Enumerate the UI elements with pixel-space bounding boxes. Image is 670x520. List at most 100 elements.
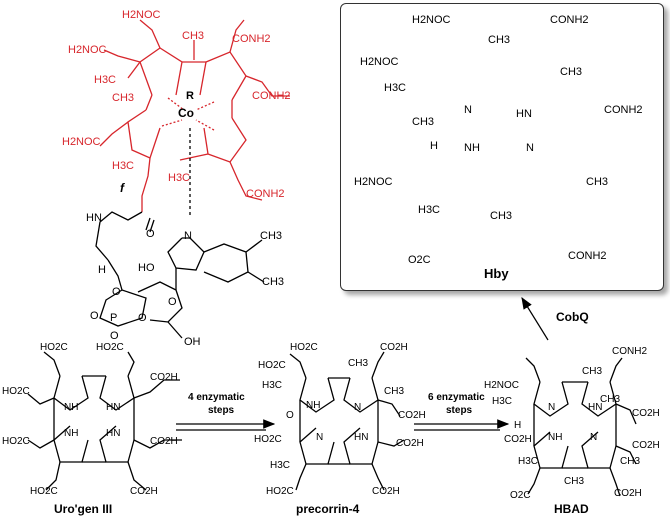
uro-ho2c-1: HO2C [40, 342, 68, 353]
cbl-ho: HO [138, 262, 155, 274]
pc4-ho2c-1: HO2C [290, 342, 318, 353]
precorrin4-compound-name: precorrin-4 [296, 502, 360, 516]
uro-hn-2: HN [106, 428, 121, 439]
cbl-cobalt: Co [178, 106, 194, 120]
hbad-ch3-3: CH3 [620, 456, 641, 467]
pc4-o: O [286, 410, 294, 421]
pc4-h3c-2: H3C [270, 460, 291, 471]
step1-label-line2: steps [208, 405, 235, 416]
cobalamin-structure [99, 19, 290, 212]
hby-ch3-top: CH3 [488, 34, 511, 46]
hby-h-left: H [430, 140, 438, 152]
hby-ch3-low-right: CH3 [586, 176, 609, 188]
hby-conh2-top: CONH2 [550, 14, 589, 26]
urogen-structure [27, 351, 182, 491]
cbl-n-benzimidazole: N [184, 230, 192, 242]
uro-nh-1: NH [64, 402, 79, 413]
hbad-o2c: O2C [510, 490, 531, 501]
cbl-h3c-center: H3C [168, 172, 191, 184]
hbad-co2h-3: CO2H [504, 434, 532, 445]
uro-ho2c-4: HO2C [2, 436, 30, 447]
hby-h2noc-top: H2NOC [412, 14, 451, 26]
uro-ho2c-3: HO2C [2, 386, 30, 397]
hby-n1: N [464, 104, 472, 116]
pc4-co2h-2: CO2H [398, 410, 426, 421]
pc4-ch3-2: CH3 [384, 386, 405, 397]
cbl-h2noc-top: H2NOC [122, 9, 161, 21]
cbl-conh2-right: CONH2 [252, 90, 291, 102]
hby-h3c: H3C [384, 82, 407, 94]
hbad-co2h-4: CO2H [614, 488, 642, 499]
cbl-f-label: f [120, 181, 124, 195]
cbl-ch3-left: CH3 [112, 92, 135, 104]
uro-co2h-1: CO2H [150, 372, 178, 383]
hbad-ch3-1: CH3 [582, 366, 603, 377]
pc4-co2h-1: CO2H [380, 342, 408, 353]
step1-label-line1: 4 enzymatic [188, 392, 245, 403]
pc4-ho2c-4: HO2C [266, 486, 294, 497]
hby-h2noc-left: H2NOC [360, 56, 399, 68]
cbl-hn: HN [86, 212, 102, 224]
cobq-enzyme-label: CobQ [556, 310, 589, 324]
hbad-ch3-2: CH3 [600, 394, 621, 405]
hby-h2noc-low: H2NOC [354, 176, 393, 188]
hbad-n-2: N [590, 432, 598, 443]
cbl-h2noc-low: H2NOC [62, 136, 101, 148]
hby-hn: HN [516, 108, 532, 120]
cbl-o-link: O [112, 286, 121, 298]
pc4-h3c-1: H3C [262, 380, 283, 391]
cbl-oh: OH [184, 336, 201, 348]
arrow-cobq [521, 296, 549, 341]
uro-co2h-3: CO2H [130, 486, 158, 497]
hbad-h: H [514, 420, 522, 431]
cbl-ch3-top: CH3 [182, 30, 205, 42]
cbl-h2noc-left: H2NOC [68, 44, 107, 56]
cbl-conh2-top: CONH2 [232, 33, 271, 45]
pc4-ho2c-3: HO2C [254, 434, 282, 445]
pc4-co2h-4: CO2H [372, 486, 400, 497]
uro-ho2c-2: HO2C [96, 342, 124, 353]
hby-ch3-bottom: CH3 [490, 210, 513, 222]
reaction-arrows [176, 296, 549, 431]
step2-label-line1: 6 enzymatic [428, 392, 485, 403]
cbl-h-stereo: H [98, 264, 106, 276]
urogen-compound-name: Uro'gen III [54, 502, 113, 516]
hbad-n-1: N [548, 402, 556, 413]
cbl-o-p2: O [110, 330, 119, 342]
cbl-o-p3: O [138, 312, 147, 324]
hbad-hn: HN [588, 402, 603, 413]
uro-hn-1: HN [106, 402, 121, 413]
cbl-h3c-left: H3C [94, 74, 117, 86]
hby-conh2-right: CONH2 [604, 104, 643, 116]
hbad-ch3-4: CH3 [564, 476, 585, 487]
cbl-r-ligand: R [186, 90, 194, 102]
cbl-o-amide: O [146, 228, 155, 240]
hby-h3c-low: H3C [418, 204, 441, 216]
cbl-ch3-bz1: CH3 [260, 230, 283, 242]
hby-ch3-right: CH3 [560, 66, 583, 78]
precorrin4-structure [289, 351, 405, 491]
cbl-ch3-bz2: CH3 [262, 276, 285, 288]
hby-o2c-low: O2C [408, 254, 431, 266]
hbad-co2h-2: CO2H [632, 440, 660, 451]
hbad-co2h-1: CO2H [632, 408, 660, 419]
hbad-h3c-1: H3C [492, 396, 513, 407]
cbl-o-ring: O [168, 296, 177, 308]
hby-highlight-box [340, 3, 664, 291]
cbl-conh2-low: CONH2 [246, 188, 285, 200]
hbad-compound-name: HBAD [554, 502, 589, 516]
hbad-h3c-2: H3C [518, 456, 539, 467]
nucleotide-tail [95, 128, 265, 339]
cbl-phosphorus: P [110, 312, 118, 324]
pc4-co2h-3: CO2H [396, 438, 424, 449]
hbad-h2noc: H2NOC [484, 380, 520, 391]
hby-conh2-low: CONH2 [568, 250, 607, 262]
hbad-structure [525, 357, 637, 497]
uro-ho2c-5: HO2C [30, 486, 58, 497]
pc4-ch3-1: CH3 [348, 358, 369, 369]
cbl-o-p1: O [90, 310, 99, 322]
hby-n2: N [526, 142, 534, 154]
pc4-ho2c-2: HO2C [258, 360, 286, 371]
pc4-nh: NH [306, 400, 321, 411]
hby-compound-name: Hby [484, 266, 509, 281]
